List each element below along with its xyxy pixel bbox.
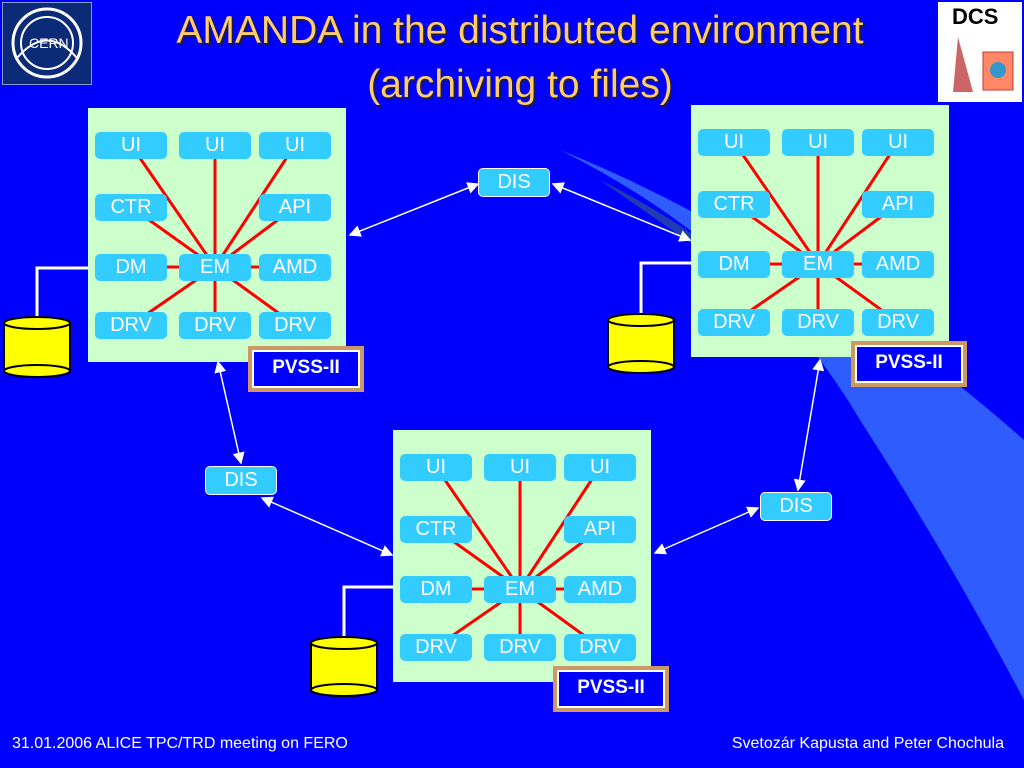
node-ui1: UI bbox=[95, 132, 167, 159]
node-ui3: UI bbox=[564, 454, 636, 481]
dcs-logo: DCS bbox=[938, 2, 1022, 102]
arrow-dis-right-up bbox=[793, 358, 825, 492]
node-drv1: DRV bbox=[400, 634, 472, 661]
spoke-em-ui3 bbox=[518, 466, 602, 590]
node-dm: DM bbox=[698, 251, 770, 278]
pvss-panel-3: UI UI UI CTR API DM EM AMD DRV DRV DRV bbox=[393, 430, 651, 682]
pvss-label-box-3: PVSS-II bbox=[553, 666, 669, 712]
node-drv2: DRV bbox=[484, 634, 556, 661]
node-api: API bbox=[564, 516, 636, 543]
node-drv2: DRV bbox=[179, 312, 251, 339]
footer-authors: Svetozár Kapusta and Peter Chochula bbox=[731, 735, 1004, 752]
node-ctr: CTR bbox=[400, 516, 472, 543]
node-dm: DM bbox=[95, 254, 167, 281]
node-amd: AMD bbox=[259, 254, 331, 281]
node-ui2: UI bbox=[782, 129, 854, 156]
slide-title-line2: (archiving to files) bbox=[367, 63, 673, 106]
cern-logo-text: CERN bbox=[29, 35, 69, 51]
node-amd: AMD bbox=[564, 576, 636, 603]
pvss-label-box-1: PVSS-II bbox=[248, 346, 364, 392]
node-ui1: UI bbox=[698, 129, 770, 156]
database-icon-3 bbox=[310, 636, 378, 697]
spoke-em-ui1 bbox=[129, 144, 217, 268]
dis-node-right: DIS bbox=[760, 492, 832, 521]
node-api: API bbox=[862, 191, 934, 218]
node-em: EM bbox=[782, 251, 854, 278]
db-link-2 bbox=[639, 261, 693, 318]
node-amd: AMD bbox=[862, 251, 934, 278]
cern-logo: CERN bbox=[2, 2, 92, 85]
dis-node-top: DIS bbox=[478, 168, 550, 197]
node-drv3: DRV bbox=[259, 312, 331, 339]
spoke-em-ui1 bbox=[434, 466, 522, 590]
db-link-1 bbox=[35, 266, 90, 320]
arrow-dis-top-right bbox=[551, 182, 692, 242]
arrow-dis-left-down bbox=[260, 496, 394, 557]
dis-node-left: DIS bbox=[205, 466, 277, 495]
node-drv3: DRV bbox=[862, 309, 934, 336]
db-link-3 bbox=[342, 585, 395, 640]
node-ctr: CTR bbox=[698, 191, 770, 218]
spoke-em-ui3 bbox=[213, 144, 297, 268]
node-drv2: DRV bbox=[782, 309, 854, 336]
pvss-label: PVSS-II bbox=[252, 350, 360, 388]
decorative-swoosh bbox=[560, 150, 1024, 700]
node-drv3: DRV bbox=[564, 634, 636, 661]
arrow-dis-right-down bbox=[653, 506, 760, 555]
arrow-dis-left-up bbox=[214, 360, 245, 465]
pvss-label-box-2: PVSS-II bbox=[851, 341, 967, 387]
node-dm: DM bbox=[400, 576, 472, 603]
node-drv1: DRV bbox=[95, 312, 167, 339]
node-ui1: UI bbox=[400, 454, 472, 481]
node-ui3: UI bbox=[862, 129, 934, 156]
pvss-label: PVSS-II bbox=[557, 670, 665, 708]
node-ui2: UI bbox=[484, 454, 556, 481]
footer-meeting: 31.01.2006 ALICE TPC/TRD meeting on FERO bbox=[12, 735, 348, 752]
node-ctr: CTR bbox=[95, 194, 167, 221]
pvss-panel-1: UI UI UI CTR API DM EM AMD DRV DRV DRV bbox=[88, 108, 346, 362]
node-drv1: DRV bbox=[698, 309, 770, 336]
spoke-em-ui3 bbox=[816, 141, 900, 265]
database-icon-2 bbox=[607, 313, 675, 374]
node-ui3: UI bbox=[259, 132, 331, 159]
node-ui2: UI bbox=[179, 132, 251, 159]
node-api: API bbox=[259, 194, 331, 221]
database-icon-1 bbox=[3, 316, 71, 378]
pvss-label: PVSS-II bbox=[855, 345, 963, 383]
node-em: EM bbox=[484, 576, 556, 603]
dcs-logo-text: DCS bbox=[952, 4, 999, 29]
spoke-em-ui1 bbox=[732, 141, 820, 265]
slide-title-line1: AMANDA in the distributed environment bbox=[176, 9, 864, 52]
node-em: EM bbox=[179, 254, 251, 281]
arrow-dis-top-left bbox=[348, 182, 480, 237]
pvss-panel-2: UI UI UI CTR API DM EM AMD DRV DRV DRV bbox=[691, 105, 949, 357]
